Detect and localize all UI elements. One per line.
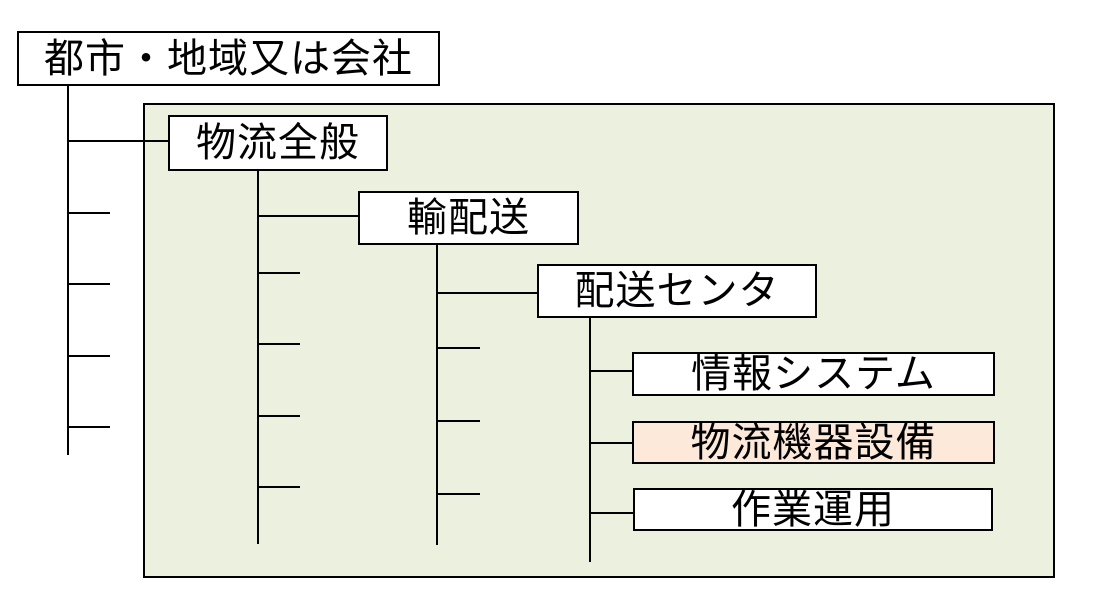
trunk-line-center [589, 314, 591, 562]
stub-line [67, 426, 110, 428]
branch-line-to-logistics [67, 140, 168, 142]
branch-line-to-equipment [589, 442, 632, 444]
node-city-region-company[interactable]: 都市・地域又は会社 [17, 31, 440, 86]
stub-line [257, 272, 300, 274]
stub-line [257, 486, 300, 488]
trunk-line-logistics [257, 167, 259, 544]
stub-line [67, 212, 110, 214]
node-information-system[interactable]: 情報システム [632, 352, 995, 396]
trunk-line-transport [436, 241, 438, 545]
node-logistics-equipment[interactable]: 物流機器設備 [632, 421, 995, 464]
node-distribution-center[interactable]: 配送センタ [537, 264, 817, 318]
branch-line-to-transport [257, 215, 358, 217]
stub-line [67, 283, 110, 285]
stub-line [436, 347, 480, 349]
node-work-operation[interactable]: 作業運用 [633, 488, 993, 531]
node-transport-delivery[interactable]: 輸配送 [358, 191, 579, 245]
stub-line [67, 355, 110, 357]
branch-line-to-info-system [589, 370, 632, 372]
branch-line-to-operation [589, 512, 633, 514]
branch-line-to-center [436, 292, 537, 294]
trunk-line-root [67, 86, 69, 455]
stub-line [436, 420, 480, 422]
stub-line [436, 493, 480, 495]
stub-line [257, 415, 300, 417]
node-logistics-general[interactable]: 物流全般 [168, 115, 388, 171]
stub-line [257, 343, 300, 345]
